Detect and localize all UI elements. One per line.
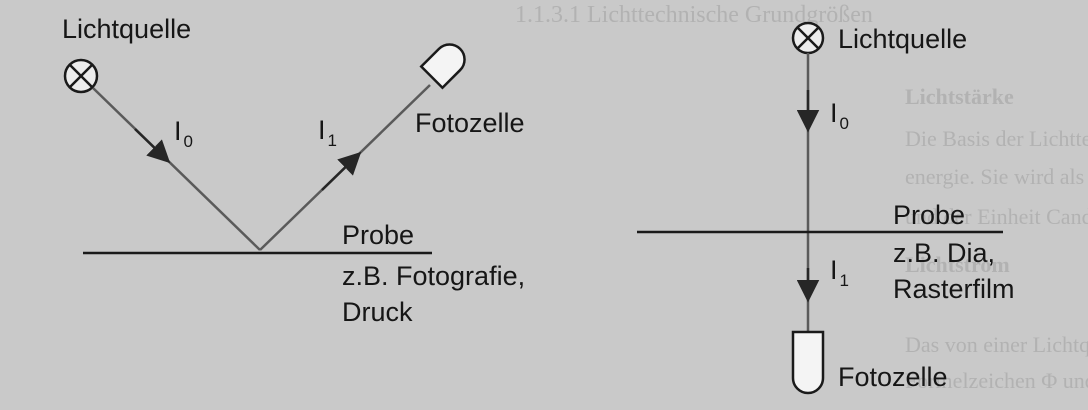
lamp-cross-circle-icon (63, 58, 99, 94)
ghost-line: Die Basis der Lichttechnik ist die von e… (905, 126, 1088, 151)
reflected-ray-arrow (321, 151, 362, 191)
incident-ray (92, 87, 261, 251)
transmitted-intensity-symbol: I (830, 255, 838, 285)
ghost-line: und der Einheit Candela (cd) bezeichnet. (905, 204, 1088, 229)
photocell-label: Fotozelle (838, 362, 948, 392)
ghost-line: Lichtstrom (905, 252, 1010, 277)
photocell-label: Fotozelle (415, 108, 525, 138)
incident-intensity-subscript: 0 (184, 132, 193, 151)
ghost-line: Das von einer Lichtquelle ausgestrahlte … (905, 332, 1088, 357)
lamp-cross-circle-icon (791, 21, 825, 55)
background-page-text: 1.1.3.1 Lichttechnische Grundgrößen Lich… (515, 2, 1088, 393)
sample-example-line1: z.B. Dia, (893, 238, 995, 268)
incident-ray-arrow (134, 128, 171, 164)
reflected-intensity-subscript: 1 (328, 131, 337, 150)
sample-example-line2: Druck (342, 297, 413, 327)
incident-intensity-symbol: I (830, 98, 838, 128)
ghost-line: Lichtstärke (905, 84, 1014, 109)
ghost-line: energie. Sie wird als Lichtstärke oder I… (905, 164, 1088, 189)
reflected-intensity-symbol: I (318, 115, 326, 145)
ghost-line: Formelzeichen Φ und die Einheit Lumen (l… (905, 368, 1088, 393)
incident-intensity-symbol: I (174, 116, 182, 146)
incident-intensity-subscript: 0 (840, 114, 849, 133)
transmitted-intensity-subscript: 1 (840, 271, 849, 290)
photocell-icon (419, 43, 466, 90)
photocell-icon (791, 330, 825, 395)
sample-label: Probe (893, 200, 965, 230)
light-source-label: Lichtquelle (62, 14, 191, 44)
light-source-label: Lichtquelle (838, 24, 967, 54)
sample-example-line2: Rasterfilm (893, 274, 1015, 304)
sample-label: Probe (342, 220, 414, 250)
sample-example-line1: z.B. Fotografie, (342, 261, 525, 291)
ghost-heading: 1.1.3.1 Lichttechnische Grundgrößen (515, 2, 873, 28)
